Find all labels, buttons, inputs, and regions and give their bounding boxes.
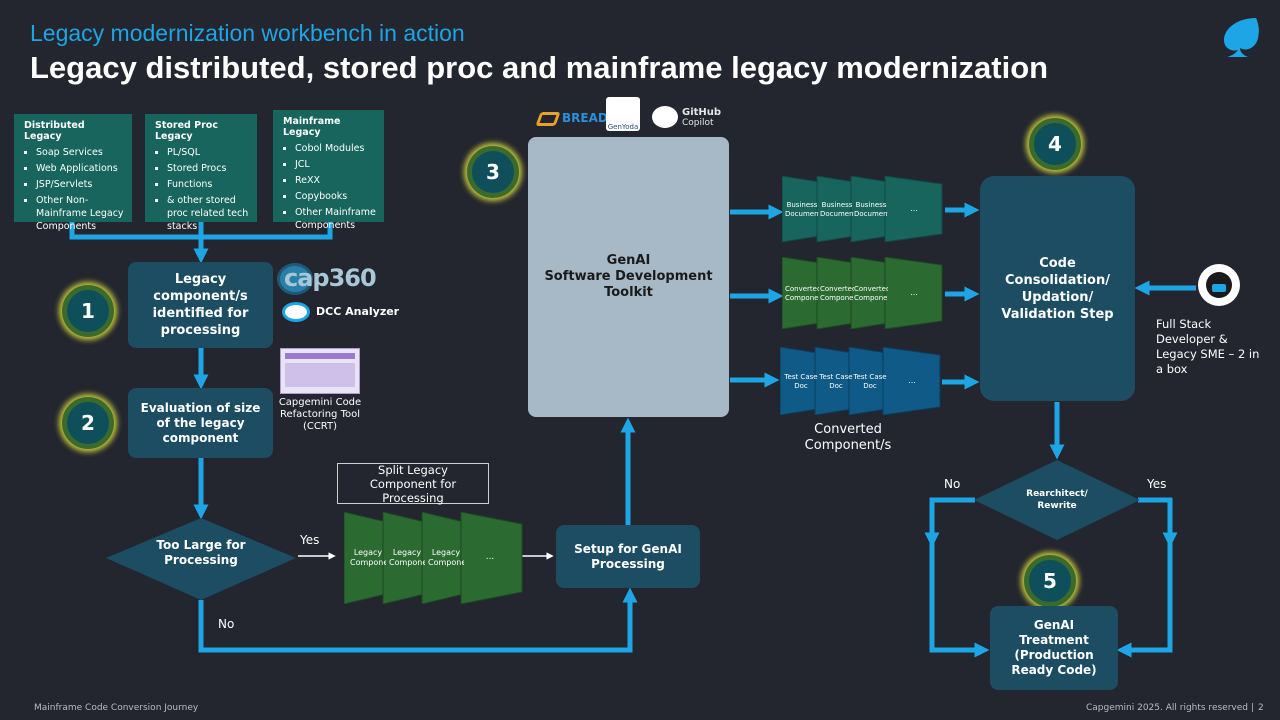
developer-sme-label: Full Stack Developer & Legacy SME – 2 in… — [1156, 317, 1260, 376]
yes-label: Yes — [1147, 477, 1167, 491]
genyoda-label: GenYoda — [607, 123, 639, 131]
split-card-label: Legacy Component — [389, 548, 425, 567]
converted-component-label: ... — [910, 288, 918, 297]
step-badge-4: 4 — [1029, 118, 1081, 170]
converted-component-card — [884, 257, 943, 329]
test-doc-card — [882, 347, 941, 415]
github-label: GitHub — [682, 107, 722, 118]
page-number: 2 — [1258, 703, 1264, 713]
developer-sme-icon — [1198, 264, 1240, 306]
converted-component-label: Converted Component — [820, 285, 854, 302]
copilot-label: Copilot — [682, 118, 714, 128]
split-label: Split Legacy Component for Processing — [337, 463, 489, 505]
genai-toolkit-line: Software Development — [544, 269, 713, 284]
footer-left: Mainframe Code Conversion Journey — [34, 703, 199, 713]
step-badge-5: 5 — [1024, 555, 1076, 607]
legacy-item: Web Applications — [36, 162, 124, 175]
legacy-item: Functions — [167, 178, 249, 191]
converted-components-label: Converted Component/s — [804, 422, 892, 453]
business-doc-label: Business Document — [854, 201, 888, 218]
legacy-source-heading: Mainframe Legacy — [283, 116, 341, 138]
dcc-analyzer-icon — [282, 302, 310, 322]
business-doc-label: Business Document — [820, 201, 854, 218]
legacy-item: ReXX — [295, 174, 376, 187]
setup-step: Setup for GenAI Processing — [556, 525, 700, 588]
genai-toolkit-line: Toolkit — [604, 285, 653, 300]
business-doc-label: ... — [910, 204, 918, 213]
legacy-item: Copybooks — [295, 190, 376, 203]
bread-label: BREAD — [562, 111, 608, 125]
converted-component-label: Converted Component — [785, 285, 819, 302]
legacy-item: Soap Services — [36, 146, 124, 159]
rearchitect-label: Rearchitect/ Rewrite — [1026, 489, 1088, 511]
test-doc-label: Test Case Doc — [784, 373, 818, 390]
cap360-logo: cap360 — [284, 264, 377, 292]
capgemini-logo — [1224, 18, 1259, 57]
no-label: No — [218, 617, 235, 631]
genai-toolkit-line: GenAI — [606, 253, 651, 268]
footer-copyright: Capgemini 2025. All rights reserved | — [1086, 703, 1254, 713]
consolidation-step: Code Consolidation/ Updation/ Validation… — [980, 176, 1135, 401]
converted-component-cards — [782, 257, 943, 329]
evaluate-step: Evaluation of size of the legacy compone… — [128, 388, 273, 458]
test-doc-label: Test Case Doc — [853, 373, 887, 390]
identify-step: Legacy component/s identified for proces… — [128, 262, 273, 348]
ccrt-screenshot-icon — [280, 348, 360, 394]
rearchitect-diamond — [974, 460, 1140, 540]
step-badge-2: 2 — [62, 397, 114, 449]
legacy-source-mainframe: Mainframe Legacy Cobol Modules JCL ReXX … — [273, 110, 384, 231]
subtitle: Legacy modernization workbench in action — [30, 20, 465, 46]
business-doc-cards — [782, 176, 943, 242]
yes-label: Yes — [300, 533, 320, 547]
test-doc-cards — [780, 347, 941, 415]
too-large-label: Too Large for Processing — [156, 538, 246, 567]
step-badge-3: 3 — [467, 146, 519, 198]
legacy-item: Other Non-Mainframe Legacy Components — [36, 194, 124, 233]
legacy-item: PL/SQL — [167, 146, 249, 159]
no-label: No — [944, 477, 961, 491]
business-doc-card — [884, 176, 943, 242]
legacy-item: Other Mainframe Components — [295, 206, 376, 232]
genai-treatment-step: GenAI Treatment (Production Ready Code) — [990, 606, 1118, 690]
legacy-item: JSP/Servlets — [36, 178, 124, 191]
step-badge-1: 1 — [62, 285, 114, 337]
legacy-source-stored-proc: Stored Proc Legacy PL/SQL Stored Procs F… — [145, 114, 257, 232]
legacy-item: JCL — [295, 158, 376, 171]
split-card — [460, 512, 523, 604]
split-card-label: ... — [485, 552, 495, 562]
dcc-analyzer-label: DCC Analyzer — [316, 305, 400, 318]
split-card-label: Legacy Component — [428, 548, 464, 567]
legacy-source-heading: Distributed Legacy — [24, 120, 85, 142]
split-cards — [344, 512, 523, 604]
ccrt-label: Capgemini Code Refactoring Tool (CCRT) — [278, 397, 362, 432]
legacy-item: Cobol Modules — [295, 142, 376, 155]
genyoda-icon: GenYoda — [606, 97, 640, 131]
split-card-label: Legacy Component — [350, 548, 386, 567]
too-large-diamond — [106, 518, 296, 600]
legacy-source-distributed: Distributed Legacy Soap Services Web App… — [14, 114, 132, 232]
test-doc-label: ... — [908, 376, 916, 385]
converted-component-label: Converted Component — [854, 285, 888, 302]
business-doc-label: Business Document — [785, 201, 819, 218]
legacy-item: Stored Procs — [167, 162, 249, 175]
legacy-source-heading: Stored Proc Legacy — [155, 120, 218, 142]
test-doc-label: Test Case Doc — [819, 373, 853, 390]
github-copilot-icon — [652, 106, 678, 128]
page-title: Legacy distributed, stored proc and main… — [30, 50, 1049, 85]
genai-toolkit: GenAI Software Development Toolkit — [528, 137, 729, 417]
legacy-item: & other stored proc related tech stacks — [167, 194, 249, 233]
cap360-icon — [280, 266, 310, 292]
